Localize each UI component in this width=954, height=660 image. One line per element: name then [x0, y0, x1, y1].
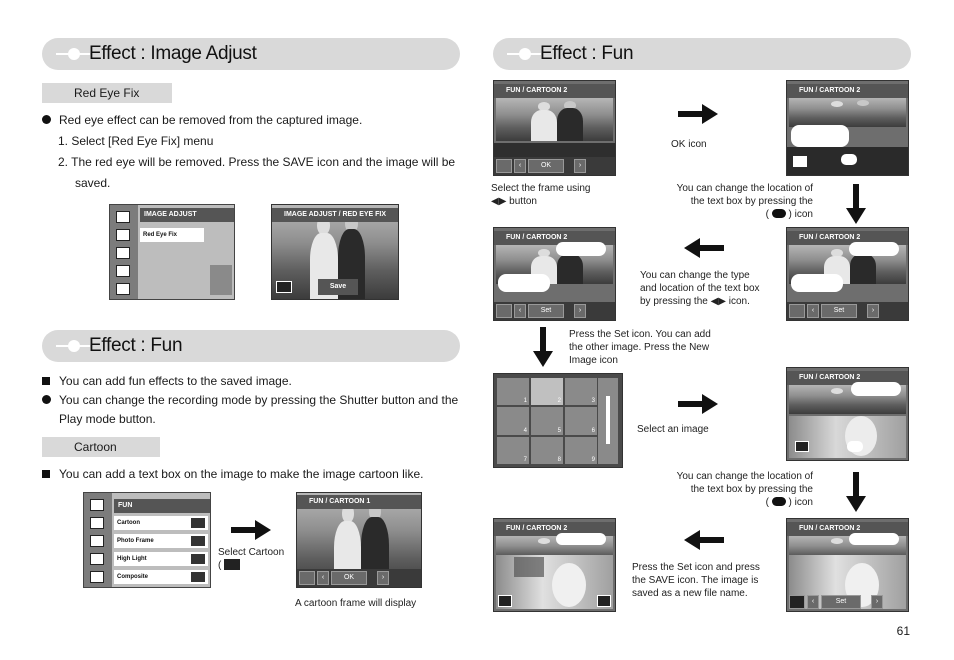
thumbnail[interactable]: 6	[565, 407, 597, 435]
caption-press-set: Press the Set icon. You can add the othe…	[569, 329, 711, 366]
caption-select-frame: Select the frame using	[491, 183, 591, 194]
cartoon-display-caption: A cartoon frame will display	[295, 598, 417, 609]
image-select-grid-screen: 1 2 3 4 5 6 7 8 9	[493, 373, 623, 468]
scrollbar[interactable]	[598, 378, 618, 464]
arrow-down-icon	[846, 184, 866, 224]
caption-ok-icon: OK icon	[671, 139, 707, 150]
subhead-cartoon: Cartoon	[42, 437, 160, 457]
section-title: Effect : Image Adjust	[89, 43, 257, 64]
caption-select-image: Select an image	[637, 424, 709, 435]
thumbnail[interactable]: 2	[531, 378, 563, 406]
ok-button[interactable]: OK	[331, 571, 367, 585]
banner-effect-fun-right: Effect : Fun	[493, 38, 911, 70]
bullet-recording-mode: You can change the recording mode by pre…	[42, 390, 458, 411]
page-number: 61	[896, 624, 910, 638]
image-adjust-menu: IMAGE ADJUST Red Eye Fix	[109, 204, 235, 300]
banner-effect-fun-left: Effect : Fun	[42, 330, 460, 362]
thumbnail[interactable]: 3	[565, 378, 597, 406]
red-eye-screen: IMAGE ADJUST / RED EYE FIX Save	[271, 204, 399, 300]
menu-item-photo-frame[interactable]: Photo Frame	[114, 534, 208, 548]
arrow-right-icon	[231, 520, 271, 540]
step-2: 2. The red eye will be removed. Press th…	[58, 155, 456, 169]
banner-image-adjust: Effect : Image Adjust	[42, 38, 460, 70]
arrow-down-icon	[533, 327, 553, 367]
select-cartoon-caption-2: ( )	[218, 560, 228, 571]
menu-item-red-eye-fix[interactable]: Red Eye Fix	[140, 228, 204, 242]
set-button[interactable]: Set	[821, 304, 857, 318]
step-1: 1. Select [Red Eye Fix] menu	[58, 134, 214, 148]
thumbnail[interactable]: 5	[531, 407, 563, 435]
arrow-right-icon	[678, 104, 718, 124]
thumbnail[interactable]: 4	[497, 407, 529, 435]
caption-change-type: You can change the type and location of …	[640, 270, 760, 307]
cartoon2-screen-a: FUN / CARTOON 2 ‹ OK ›	[493, 80, 616, 176]
bullet-red-eye: Red eye effect can be removed from the c…	[42, 110, 362, 131]
caption-change-location: You can change the location of the text …	[676, 183, 813, 220]
menu-item-cartoon[interactable]: Cartoon	[114, 516, 208, 530]
cartoon2-screen-f: FUN / CARTOON 2	[786, 367, 909, 461]
save-button[interactable]: Save	[318, 279, 358, 295]
save-icon[interactable]	[597, 595, 611, 607]
subhead-red-eye-fix: Red Eye Fix	[42, 83, 172, 103]
bullet-fun-effects: You can add fun effects to the saved ima…	[42, 371, 292, 392]
cartoon1-screen: FUN / CARTOON 1 ‹ OK ›	[296, 492, 422, 588]
effect-icon[interactable]	[498, 595, 512, 607]
ok-button[interactable]: OK	[528, 159, 564, 173]
set-button[interactable]: Set	[528, 304, 564, 318]
menu-item-composite[interactable]: Composite	[114, 570, 208, 584]
select-cartoon-caption: Select Cartoon	[218, 547, 285, 558]
bullet-cartoon: You can add a text box on the image to m…	[42, 464, 423, 485]
thumbnail[interactable]: 1	[497, 378, 529, 406]
step-2-cont: saved.	[75, 176, 111, 190]
arrow-left-icon	[684, 530, 724, 550]
cartoon-icon	[224, 559, 240, 570]
caption-select-frame-2: ◀▶ button	[491, 196, 537, 207]
cartoon2-screen-b: FUN / CARTOON 2	[786, 80, 909, 176]
fun-menu: FUN Cartoon Photo Frame High Light Compo…	[83, 492, 211, 588]
cartoon2-screen-d: FUN / CARTOON 2 ‹ Set ›	[786, 227, 909, 321]
arrow-down-icon	[846, 472, 866, 512]
cartoon2-screen-c: FUN / CARTOON 2 ‹ Set ›	[493, 227, 616, 321]
section-title: Effect : Fun	[89, 335, 183, 356]
thumbnail[interactable]: 8	[531, 436, 563, 464]
caption-save: Press the Set icon and press the SAVE ic…	[632, 562, 760, 599]
set-button[interactable]: Set	[821, 595, 861, 609]
menu-item-high-light[interactable]: High Light	[114, 552, 208, 566]
cartoon2-screen-h: FUN / CARTOON 2 ‹ Set ›	[786, 518, 909, 612]
thumbnail[interactable]: 7	[497, 436, 529, 464]
arrow-right-icon	[678, 394, 718, 414]
cartoon2-screen-g: FUN / CARTOON 2	[493, 518, 616, 612]
bullet-recording-mode-cont: Play mode button.	[59, 412, 156, 426]
thumbnail[interactable]: 9	[565, 436, 597, 464]
section-title: Effect : Fun	[540, 43, 634, 64]
arrow-left-icon	[684, 238, 724, 258]
caption-change-location-2: You can change the location of the text …	[676, 471, 813, 508]
